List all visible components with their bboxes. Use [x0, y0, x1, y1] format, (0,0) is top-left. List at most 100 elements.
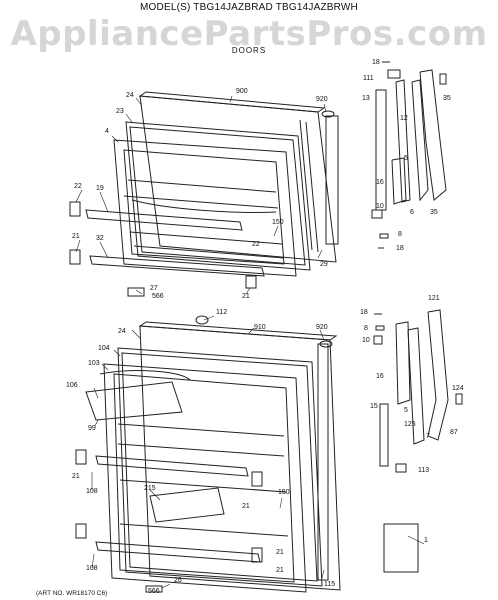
hinge-5-lower [395, 321, 411, 405]
door-outer-panel-edge [138, 321, 338, 341]
door-gasket [125, 121, 311, 271]
part-number-label: 12 [400, 115, 408, 122]
end-cap-right-2 [251, 547, 263, 563]
door-liner [113, 139, 297, 277]
trim-bar-35 [419, 69, 447, 201]
hinge-5 [391, 157, 407, 205]
door-plug [195, 315, 209, 325]
part-number-label: 6 [410, 209, 414, 216]
part-number-label: 19 [96, 185, 104, 192]
section-title: DOORS [231, 46, 267, 55]
part-number-label: 8 [398, 231, 402, 238]
part-number-label: 112 [216, 309, 227, 316]
liner-shelf-upper [123, 179, 279, 213]
part-number-label: 900 [236, 88, 248, 95]
shelf-bar-108-lower [95, 541, 261, 563]
part-number-label: 111 [363, 75, 374, 82]
leader-lines [75, 95, 425, 589]
door-liner [103, 363, 307, 593]
part-number-label: 150 [272, 219, 284, 226]
door-gasket-inner [129, 126, 306, 266]
part-number-label: 35 [430, 209, 438, 216]
door-handle-lower-trim [299, 119, 319, 253]
part-number-label: 106 [66, 382, 78, 389]
door-plug [321, 110, 335, 118]
cap-124 [455, 393, 463, 405]
fresh-food-door-group [75, 315, 341, 593]
strip-15 [379, 403, 389, 467]
part-number-label: 21 [276, 549, 284, 556]
part-number-label: 920 [316, 96, 328, 103]
part-number-label: 15 [370, 403, 378, 410]
part-number-label: 103 [88, 360, 100, 367]
shelf-end-cap-right [245, 275, 257, 289]
part-number-label: 115 [324, 581, 335, 588]
part-number-label: 87 [450, 429, 458, 436]
part-number-label: 21 [242, 503, 250, 510]
shelf-end-cap-left [69, 201, 81, 217]
door-gasket-inner [121, 352, 318, 582]
upper-hinge-parts [371, 61, 447, 249]
door-plug-920 [319, 340, 333, 348]
part-number-label: 21 [242, 293, 250, 300]
part-number-label: 21 [72, 233, 80, 240]
trim-bar-125 [407, 327, 425, 445]
part-number-label: 24 [126, 92, 134, 99]
part-number-label: 108 [86, 565, 98, 572]
part-number-label: 125 [404, 421, 416, 428]
door-liner-inner [113, 373, 295, 583]
part-number-label: 1 [424, 537, 428, 544]
hinge-pin-8 [379, 233, 389, 239]
part-number-label: 21 [276, 567, 284, 574]
part-8 [375, 325, 385, 331]
art-number: (ART NO. WR18170 C6) [36, 590, 108, 597]
dairy-door [85, 381, 183, 421]
shelf-end-cap-left-2 [69, 249, 81, 265]
end-cap-left-2 [75, 523, 87, 539]
part-number-label: 22 [74, 183, 82, 190]
door-shelf-bar-upper [85, 209, 243, 231]
cap-35-top [439, 73, 447, 85]
part-number-label: 910 [254, 324, 266, 331]
installation-card [383, 523, 419, 573]
part-10 [373, 335, 383, 345]
part-number-label: 99 [88, 425, 96, 432]
part-number-label: 29 [320, 261, 328, 268]
part-number-label: 121 [428, 295, 440, 302]
part-number-label: 24 [118, 328, 126, 335]
part-number-label: 21 [72, 473, 80, 480]
part-number-label: 22 [252, 241, 260, 248]
part-number-label: 32 [96, 235, 104, 242]
door-gasket [117, 347, 323, 587]
part-number-label: 113 [418, 467, 429, 474]
part-number-label: 13 [362, 95, 370, 102]
shelf-bar-108-upper [95, 455, 249, 477]
freezer-door-group [69, 91, 339, 297]
part-number-label: 920 [316, 324, 328, 331]
trim-bar-6 [411, 79, 429, 202]
part-number-label: 16 [376, 373, 384, 380]
door-liner-inner [123, 149, 285, 265]
door-outer-panel [139, 325, 341, 591]
part-number-label: 7 [426, 433, 430, 440]
liner-shelf-lower [129, 231, 285, 259]
bin-215 [149, 487, 225, 523]
hinge-strip [375, 89, 387, 211]
part-number-label: 124 [452, 385, 464, 392]
dairy-compartment [99, 370, 191, 381]
door-outer-panel-edge [138, 91, 326, 113]
part-number-label: 8 [364, 325, 368, 332]
part-number-label: 566 [152, 293, 164, 300]
part-number-label: 150 [278, 489, 290, 496]
trim-bar-12 [395, 79, 411, 203]
part-number-label: 104 [98, 345, 110, 352]
end-cap-left-1 [75, 449, 87, 465]
end-cap-right-1 [251, 471, 263, 487]
part-number-label: 215 [144, 485, 156, 492]
part-number-label: 16 [376, 179, 384, 186]
hinge-cap-10 [371, 209, 383, 219]
part-number-label: 10 [376, 203, 384, 210]
